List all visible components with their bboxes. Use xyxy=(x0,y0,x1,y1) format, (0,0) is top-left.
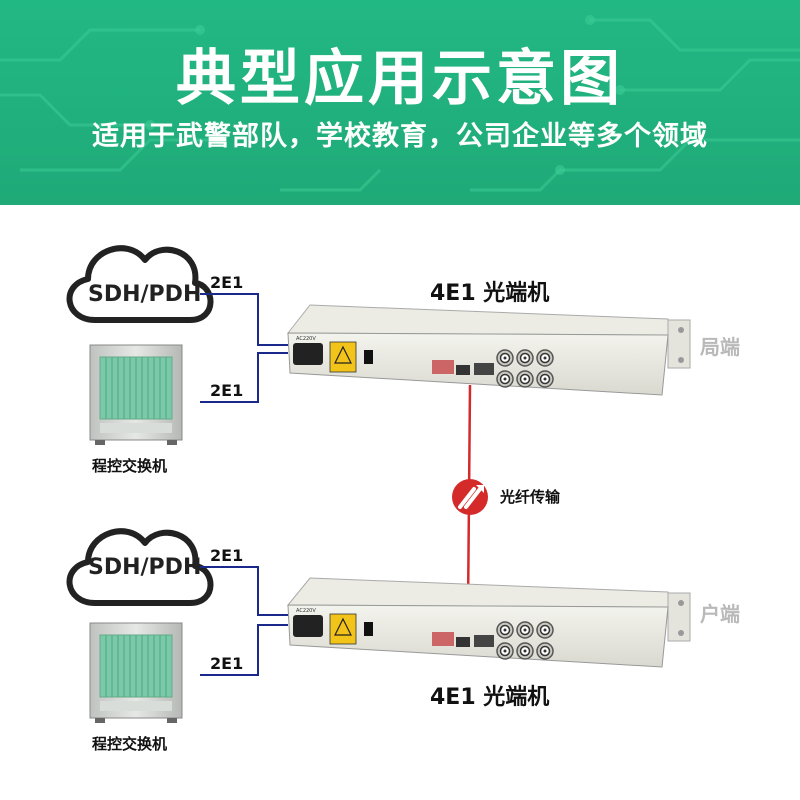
side-label-top: 局端 xyxy=(700,335,740,359)
optical-transceiver-top: AC220V xyxy=(286,304,691,396)
cloud-icon-bottom xyxy=(66,528,214,606)
device-title-bottom: 4E1 光端机 xyxy=(430,685,550,710)
pbx-label-top: 程控交换机 xyxy=(92,457,168,475)
application-diagram: AC220V xyxy=(0,205,800,800)
cloud-label-top: SDH/PDH xyxy=(88,282,202,307)
circuit-pattern-icon xyxy=(0,15,800,192)
link-label-bottom-lower: 2E1 xyxy=(210,654,244,673)
pbx-label-bottom: 程控交换机 xyxy=(92,735,168,753)
device-title-top: 4E1 光端机 xyxy=(430,281,550,306)
pbx-cabinet-icon-bottom xyxy=(89,622,183,723)
header-banner: 典型应用示意图 适用于武警部队，学校教育，公司企业等多个领域 xyxy=(0,0,800,205)
side-label-bottom: 户端 xyxy=(700,602,740,626)
page-subtitle: 适用于武警部队，学校教育，公司企业等多个领域 xyxy=(92,121,708,152)
optical-transceiver-bottom: AC220V xyxy=(286,577,691,668)
cloud-label-bottom: SDH/PDH xyxy=(88,555,202,580)
link-label-top-lower: 2E1 xyxy=(210,381,244,400)
fiber-label: 光纤传输 xyxy=(500,488,561,506)
fiber-transmission-icon xyxy=(452,479,488,515)
cloud-icon-top xyxy=(66,245,214,323)
e1-link-lines-bottom xyxy=(200,566,288,676)
link-label-bottom-upper: 2E1 xyxy=(210,546,244,565)
link-label-top-upper: 2E1 xyxy=(210,273,244,292)
page-title: 典型应用示意图 xyxy=(176,44,624,114)
pbx-cabinet-icon-top xyxy=(89,344,183,445)
svg-text:AC220V: AC220V xyxy=(296,336,316,342)
e1-link-lines-top xyxy=(200,293,288,403)
svg-text:AC220V: AC220V xyxy=(296,608,316,614)
